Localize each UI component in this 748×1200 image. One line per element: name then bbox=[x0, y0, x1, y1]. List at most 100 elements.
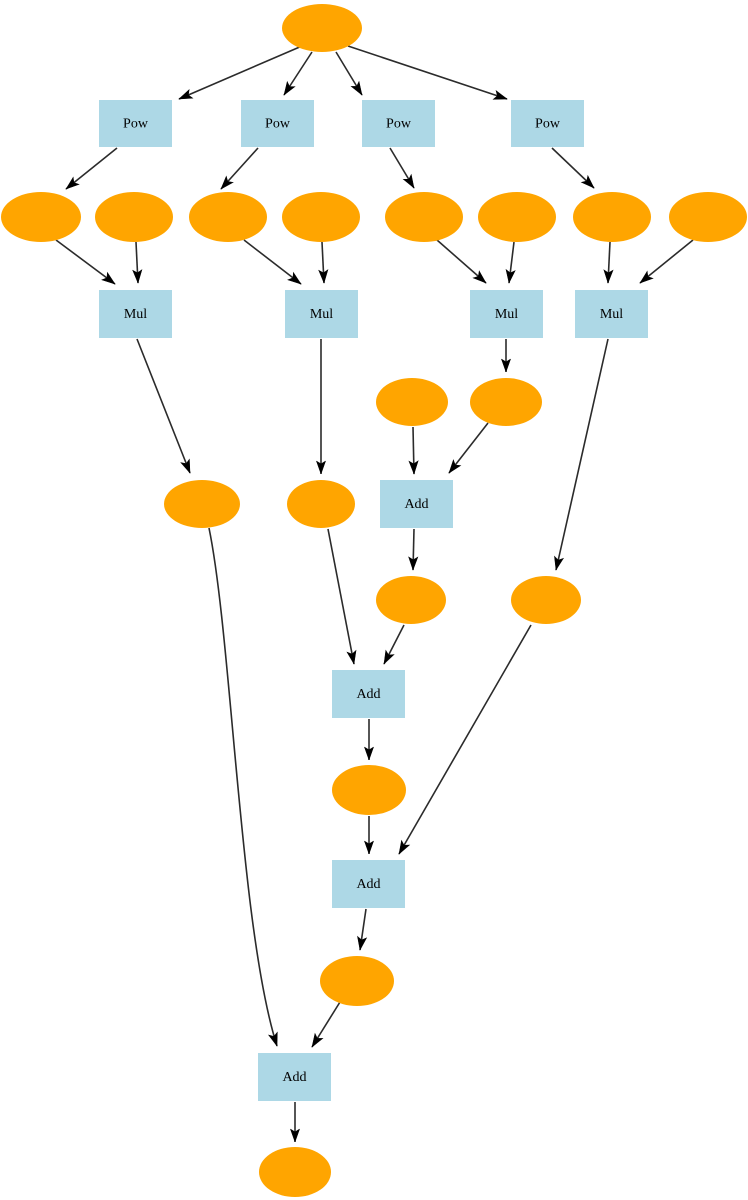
edge-va4-mul2-arrow-tip bbox=[318, 269, 329, 284]
edge-pow3-va5 bbox=[389, 147, 415, 189]
value-node-v_a2[interactable] bbox=[95, 192, 173, 242]
op-node-rect[interactable] bbox=[575, 290, 648, 338]
op-node-rect[interactable] bbox=[99, 290, 172, 338]
edges-layer bbox=[55, 45, 694, 1143]
value-node-ellipse[interactable] bbox=[164, 480, 240, 528]
op-node-rect[interactable] bbox=[380, 480, 453, 528]
op-node-mul-mul_4[interactable]: Mul bbox=[575, 290, 648, 338]
edge-root-pow2-arrow bbox=[283, 80, 296, 96]
edge-vd2-add3 bbox=[398, 624, 532, 855]
op-node-rect[interactable] bbox=[362, 100, 435, 147]
value-node-ellipse[interactable] bbox=[189, 192, 267, 242]
op-node-rect[interactable] bbox=[99, 100, 172, 147]
value-node-ellipse[interactable] bbox=[511, 576, 581, 624]
edge-add2-ve1-arrow bbox=[363, 746, 375, 761]
edge-mul2-vc2-arrow-tip bbox=[315, 460, 327, 475]
value-node-ellipse[interactable] bbox=[287, 480, 355, 528]
edge-ve1-add3 bbox=[363, 816, 375, 855]
value-node-v_a4[interactable] bbox=[282, 192, 360, 242]
value-node-v_a7[interactable] bbox=[573, 192, 651, 242]
op-node-mul-mul_2[interactable]: Mul bbox=[285, 290, 358, 338]
edge-mul3-vb2 bbox=[500, 339, 512, 373]
value-node-v_b1[interactable] bbox=[376, 378, 448, 426]
value-node-v_a5[interactable] bbox=[385, 192, 463, 242]
value-node-ellipse[interactable] bbox=[332, 765, 406, 815]
value-node-ellipse[interactable] bbox=[282, 4, 362, 52]
edge-root-pow1-arrow bbox=[178, 89, 194, 100]
value-node-ellipse[interactable] bbox=[376, 378, 448, 426]
op-node-add-add_1[interactable]: Add bbox=[380, 480, 453, 528]
edge-va3-mul2 bbox=[243, 239, 302, 285]
op-node-pow-pow_3[interactable]: Pow bbox=[362, 100, 435, 147]
edge-pow4-va7 bbox=[551, 147, 595, 189]
value-node-ellipse[interactable] bbox=[282, 192, 360, 242]
edge-va8-mul4-arrow bbox=[639, 270, 654, 284]
edge-va7-mul4 bbox=[603, 241, 614, 284]
value-node-v_a1[interactable] bbox=[1, 192, 81, 242]
edge-vd2-add3-arrow bbox=[398, 839, 411, 855]
edge-va2-mul1 bbox=[132, 241, 143, 284]
edge-vc1-add4-arrow-tip bbox=[267, 1031, 278, 1047]
value-node-v_c2[interactable] bbox=[287, 480, 355, 528]
edge-va6-mul3 bbox=[505, 241, 516, 284]
edge-va6-mul3-arrow bbox=[505, 268, 516, 284]
value-node-ellipse[interactable] bbox=[95, 192, 173, 242]
edge-root-pow3-arrow bbox=[350, 80, 363, 96]
edge-vc1-add4 bbox=[208, 527, 278, 1047]
value-node-v_out[interactable] bbox=[259, 1147, 331, 1197]
op-node-mul-mul_3[interactable]: Mul bbox=[470, 290, 543, 338]
edge-mul1-vc1-line bbox=[136, 338, 191, 474]
value-node-ellipse[interactable] bbox=[1, 192, 81, 242]
value-node-v_c1[interactable] bbox=[164, 480, 240, 528]
op-node-rect[interactable] bbox=[285, 290, 358, 338]
edge-vc2-add2 bbox=[327, 528, 357, 665]
value-node-v_root[interactable] bbox=[282, 4, 362, 52]
value-node-v_d2[interactable] bbox=[511, 576, 581, 624]
value-node-ellipse[interactable] bbox=[669, 192, 747, 242]
value-node-ellipse[interactable] bbox=[470, 378, 542, 426]
edge-pow2-va3-arrow-tip bbox=[220, 175, 234, 190]
op-node-rect[interactable] bbox=[511, 100, 584, 147]
value-node-ellipse[interactable] bbox=[259, 1147, 331, 1197]
value-node-v_b2[interactable] bbox=[470, 378, 542, 426]
edge-va6-mul3-arrow-tip bbox=[505, 268, 516, 284]
edge-va1-mul1-arrow bbox=[101, 271, 116, 285]
edge-pow4-va7-arrow bbox=[580, 174, 595, 189]
value-node-v_a6[interactable] bbox=[478, 192, 556, 242]
edge-root-pow4-line bbox=[347, 45, 508, 100]
op-node-rect[interactable] bbox=[241, 100, 314, 147]
op-node-add-add_2[interactable]: Add bbox=[332, 670, 405, 718]
op-node-add-add_3[interactable]: Add bbox=[332, 860, 405, 908]
edge-vc2-add2-arrow-tip bbox=[346, 649, 357, 665]
edge-va2-mul1-arrow-tip bbox=[132, 269, 143, 284]
value-node-ellipse[interactable] bbox=[573, 192, 651, 242]
value-node-v_f1[interactable] bbox=[320, 956, 394, 1006]
edge-add3-vf1-arrow-tip bbox=[357, 935, 368, 951]
value-node-v_a3[interactable] bbox=[189, 192, 267, 242]
value-node-ellipse[interactable] bbox=[320, 956, 394, 1006]
edge-ve1-add3-arrow-tip bbox=[363, 840, 375, 855]
value-node-ellipse[interactable] bbox=[376, 576, 446, 624]
op-node-pow-pow_2[interactable]: Pow bbox=[241, 100, 314, 147]
edge-vb1-add1-arrow bbox=[408, 460, 419, 475]
op-node-rect[interactable] bbox=[470, 290, 543, 338]
op-node-rect[interactable] bbox=[258, 1053, 331, 1101]
edge-add2-ve1-arrow-tip bbox=[363, 746, 375, 761]
value-node-v_a8[interactable] bbox=[669, 192, 747, 242]
op-node-pow-pow_1[interactable]: Pow bbox=[99, 100, 172, 147]
op-node-mul-mul_1[interactable]: Mul bbox=[99, 290, 172, 338]
value-node-ellipse[interactable] bbox=[478, 192, 556, 242]
value-node-v_e1[interactable] bbox=[332, 765, 406, 815]
op-node-rect[interactable] bbox=[332, 670, 405, 718]
edge-va5-mul3-arrow-tip bbox=[472, 270, 487, 284]
op-node-pow-pow_4[interactable]: Pow bbox=[511, 100, 584, 147]
edge-va4-mul2-arrow bbox=[318, 269, 329, 284]
op-node-add-add_4[interactable]: Add bbox=[258, 1053, 331, 1101]
op-node-rect[interactable] bbox=[332, 860, 405, 908]
value-node-ellipse[interactable] bbox=[385, 192, 463, 242]
edge-va8-mul4-arrow-tip bbox=[639, 270, 654, 284]
value-node-v_d1[interactable] bbox=[376, 576, 446, 624]
edge-va3-mul2-arrow-tip bbox=[287, 271, 302, 285]
edge-root-pow3-arrow-tip bbox=[350, 80, 363, 96]
